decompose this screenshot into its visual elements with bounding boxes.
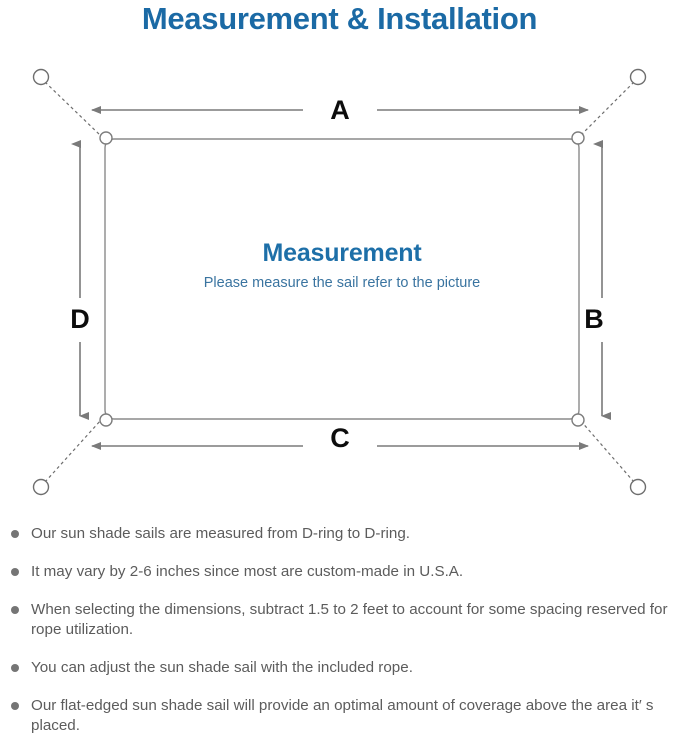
bottom-left-anchor: [32, 478, 50, 496]
note-text: Our sun shade sails are measured from D-…: [31, 525, 410, 542]
dimension-label-c: C: [330, 423, 350, 453]
bullet-icon: [11, 664, 19, 673]
note-item: It may vary by 2-6 inches since most are…: [0, 562, 679, 582]
sail-measurement-diagram: Measurement Please measure the sail refe…: [0, 50, 679, 520]
note-item: Our sun shade sails are measured from D-…: [0, 524, 679, 544]
sail-body: [104, 138, 580, 420]
rope-line-top-right: [579, 81, 635, 137]
bullet-icon: [11, 606, 19, 615]
note-item: Our flat-edged sun shade sail will provi…: [0, 696, 679, 736]
bullet-icon: [11, 702, 19, 711]
note-text: When selecting the dimensions, subtract …: [31, 601, 668, 639]
note-text: Our flat-edged sun shade sail will provi…: [31, 697, 654, 735]
dimension-label-d: D: [70, 304, 90, 334]
diagram-canvas: [32, 68, 647, 496]
top-right-anchor: [629, 68, 647, 86]
rope-lines: [44, 81, 635, 483]
note-item: When selecting the dimensions, subtract …: [0, 600, 679, 640]
bottom-right-anchor: [629, 478, 647, 496]
rope-line-bottom-left: [44, 419, 102, 483]
d-rings: [99, 131, 585, 427]
bottom-left-d-ring: [99, 413, 113, 427]
note-item: You can adjust the sun shade sail with t…: [0, 658, 679, 678]
note-text: You can adjust the sun shade sail with t…: [31, 659, 413, 677]
rope-line-top-left: [44, 81, 102, 137]
bullet-icon: [11, 568, 19, 577]
bullet-icon: [11, 530, 19, 538]
top-right-d-ring: [571, 131, 585, 145]
top-left-d-ring: [99, 131, 113, 145]
rope-line-bottom-right: [579, 419, 635, 483]
dimension-label-b: B: [584, 304, 604, 334]
top-left-anchor: [32, 68, 50, 86]
dimension-label-a: A: [330, 95, 350, 125]
page-title: Measurement & Installation: [141, 1, 538, 36]
bottom-right-d-ring: [571, 413, 585, 427]
anchor-points: [32, 68, 647, 496]
notes-list: Our sun shade sails are measured from D-…: [0, 524, 679, 736]
note-text: It may vary by 2-6 inches since most are…: [31, 563, 464, 581]
